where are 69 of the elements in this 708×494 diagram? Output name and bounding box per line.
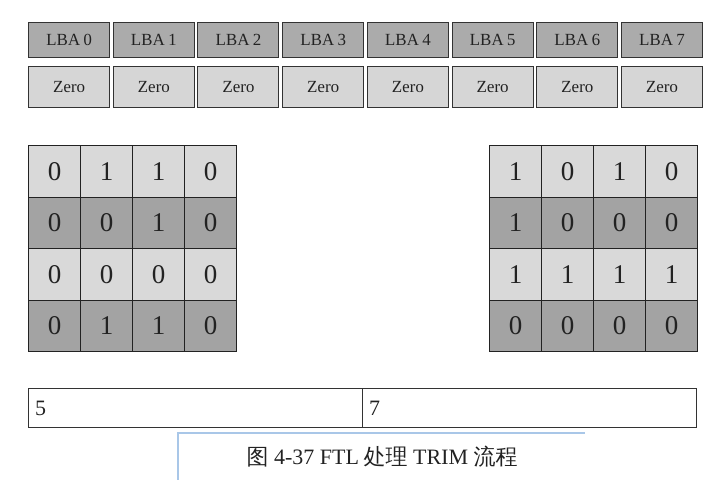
bit-cell: 0 — [593, 300, 646, 352]
box-label: LBA 4 — [384, 30, 431, 50]
figure-caption: 图 4-37 FTL 处理 TRIM 流程 — [177, 432, 585, 480]
bit-cell: 1 — [489, 248, 542, 300]
count-box — [362, 388, 697, 428]
zero-box — [282, 66, 364, 108]
box-label: LBA 2 — [215, 30, 262, 50]
lba-box — [112, 22, 195, 58]
bit-cell: 1 — [489, 145, 542, 198]
box-label: LBA 1 — [130, 30, 177, 50]
lba-box — [452, 22, 534, 58]
bit-cell: 0 — [645, 300, 698, 352]
box-label: LBA 3 — [300, 30, 346, 50]
bit-cell: 1 — [80, 300, 133, 352]
box-label: Zero — [307, 77, 340, 97]
zero-box — [28, 66, 110, 108]
bit-cell: 0 — [28, 248, 81, 300]
zero-box — [197, 66, 280, 108]
bit-cell: 0 — [184, 300, 237, 352]
bit-cell: 0 — [28, 300, 81, 352]
zero-box — [112, 66, 195, 108]
lba-box — [197, 22, 280, 58]
box-label: LBA 6 — [554, 30, 600, 50]
lba-box — [536, 22, 618, 58]
bit-cell: 0 — [184, 196, 237, 249]
lba-box — [282, 22, 364, 58]
box-label: Zero — [138, 77, 170, 97]
box-label: 5 — [35, 395, 46, 421]
lba-box — [28, 22, 110, 58]
box-label: LBA 5 — [470, 30, 516, 50]
bit-cell: 1 — [593, 145, 646, 198]
bit-cell: 0 — [132, 248, 185, 300]
bit-cell: 1 — [645, 248, 698, 300]
box-label: Zero — [646, 77, 678, 97]
bit-cell: 1 — [80, 145, 133, 198]
bit-cell: 0 — [80, 196, 133, 249]
box-label: LBA 0 — [46, 30, 92, 50]
zero-box — [536, 66, 618, 108]
bit-cell: 1 — [132, 196, 185, 249]
bit-cell: 0 — [593, 196, 646, 249]
bit-cell: 0 — [184, 248, 237, 300]
box-label: 7 — [369, 395, 380, 421]
lba-box — [366, 22, 449, 58]
zero-box — [452, 66, 534, 108]
bit-cell: 0 — [541, 145, 594, 198]
bit-cell: 1 — [593, 248, 646, 300]
bit-cell: 1 — [132, 145, 185, 198]
box-label: Zero — [561, 77, 594, 97]
box-label: Zero — [476, 77, 509, 97]
bit-cell: 0 — [28, 145, 81, 198]
zero-box — [366, 66, 449, 108]
count-box — [28, 388, 363, 428]
lba-box — [620, 22, 703, 58]
bit-cell: 0 — [184, 145, 237, 198]
bit-cell: 0 — [489, 300, 542, 352]
zero-box — [620, 66, 703, 108]
bit-cell: 0 — [645, 145, 698, 198]
box-label: Zero — [52, 77, 86, 97]
box-label: Zero — [392, 77, 424, 97]
bit-cell: 0 — [541, 300, 594, 352]
bit-cell: 1 — [541, 248, 594, 300]
bit-cell: 0 — [541, 196, 594, 249]
box-label: LBA 7 — [638, 30, 685, 50]
bit-cell: 1 — [132, 300, 185, 352]
bit-cell: 0 — [28, 196, 81, 249]
box-label: Zero — [222, 77, 254, 97]
bit-cell: 1 — [489, 196, 542, 249]
bit-cell: 0 — [645, 196, 698, 249]
bit-cell: 0 — [80, 248, 133, 300]
